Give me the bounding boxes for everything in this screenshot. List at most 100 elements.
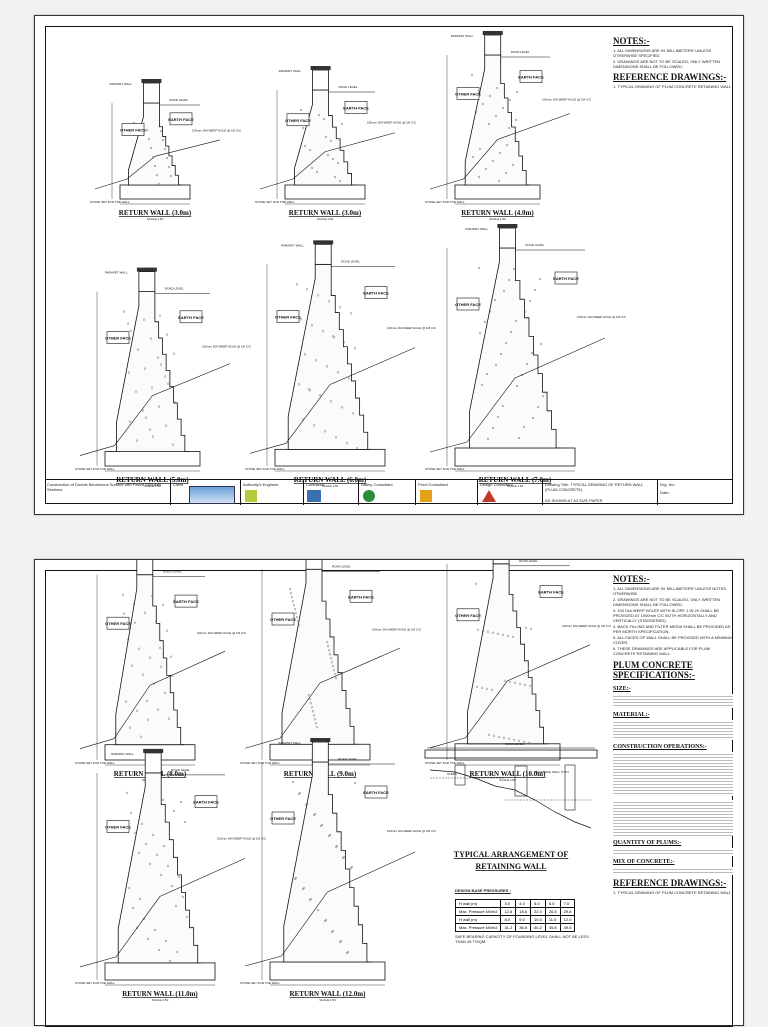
stone-set-label: STONE SET FOR TOE WALL — [75, 761, 115, 765]
plum-stone — [310, 706, 314, 709]
svg-text:EARTH FACE: EARTH FACE — [178, 315, 204, 320]
plum-stone — [495, 86, 499, 90]
title-block-date: Date: — [660, 490, 670, 495]
earth-face-label: EARTH FACE — [363, 785, 389, 799]
plum-stone — [507, 278, 511, 282]
spec-quantity-text — [613, 848, 733, 856]
plum-stone — [296, 620, 300, 623]
plum-stone — [492, 734, 496, 737]
svg-text:OTHER FACE: OTHER FACE — [275, 315, 301, 320]
plum-stone — [139, 735, 143, 738]
table-cell: 29.8 — [559, 907, 576, 916]
wall-scale: SCALE 1:50 — [319, 998, 336, 1002]
parapet-coping — [497, 224, 518, 228]
earth-face-label: EARTH FACE — [343, 101, 369, 114]
plum-stone — [174, 904, 178, 907]
plum-stone — [166, 864, 170, 867]
plum-stone — [477, 175, 481, 179]
svg-text:EARTH FACE: EARTH FACE — [538, 589, 564, 594]
spec-size: SIZE:- — [613, 686, 631, 692]
plum-stone — [505, 143, 509, 147]
table-cell: 40.2 — [530, 923, 546, 932]
plum-stone — [497, 179, 501, 183]
other-face-label: OTHER FACE — [455, 87, 481, 100]
foundation-pcc — [269, 961, 386, 981]
wall-scale: SCALE 1:50 — [147, 217, 164, 221]
plum-stone — [171, 443, 175, 446]
plum-stone — [342, 341, 346, 344]
title-block-contractor: Contractor — [306, 482, 325, 487]
title-block-proof: Proof Consultant — [418, 482, 448, 487]
plum-stone — [138, 897, 142, 900]
arrangement-title-1: TYPICAL ARRANGEMENT OF — [454, 850, 569, 859]
spec-quantity: QUANTITY OF PLUMS:- — [613, 840, 682, 846]
plum-stone — [148, 656, 152, 659]
plum-stone — [322, 117, 326, 121]
plum-stone — [310, 324, 314, 327]
stone-set-label: STONE SET FOR TOE WALL — [240, 761, 280, 765]
plum-stone — [312, 813, 316, 817]
plum-concrete-body — [281, 568, 358, 745]
plum-stone — [159, 363, 163, 366]
plum-stone — [308, 698, 312, 701]
plum-stone — [165, 629, 169, 632]
plum-stone — [340, 406, 344, 409]
plum-stone — [326, 645, 330, 648]
plum-stone — [313, 718, 317, 721]
plum-stone — [137, 851, 141, 854]
earth-face-label: EARTH FACE — [553, 271, 579, 285]
plum-stone — [163, 375, 167, 378]
plum-stone — [179, 800, 183, 803]
plum-stone — [528, 299, 532, 303]
table-cell: 7.0 — [559, 899, 576, 908]
plum-stone — [121, 593, 125, 596]
table-cell: 26.5 — [544, 907, 561, 916]
plum-stone — [135, 709, 139, 712]
client-logo — [189, 486, 235, 504]
plum-stone — [504, 171, 508, 175]
ground-profile — [249, 347, 416, 454]
plum-stone — [154, 620, 158, 623]
earth-face-label: EARTH FACE — [348, 589, 374, 603]
foundation-pcc — [284, 184, 366, 200]
sheet1-drawings: OTHER FACE EARTH FACE PARAPET WALL ROAD LEV… — [75, 31, 627, 488]
plum-stone — [331, 157, 335, 161]
plum-stone — [299, 108, 303, 112]
plum-stone — [538, 277, 542, 281]
wall-title: RETURN WALL (12.0m) — [290, 990, 367, 998]
plum-stone — [502, 736, 506, 739]
plum-stone — [353, 347, 357, 350]
plum-stone — [291, 600, 295, 603]
plum-stone — [175, 950, 179, 953]
svg-text:EARTH FACE: EARTH FACE — [348, 594, 374, 599]
plum-stone — [334, 436, 338, 439]
plum-stone — [141, 673, 145, 676]
plum-stone — [491, 631, 495, 634]
weep-hole-label: 100mm DIA WEEP HOLE @ 1M C/C — [217, 836, 267, 840]
foundation-pcc — [104, 962, 216, 981]
road-level-label: ROAD LEVEL — [525, 243, 544, 247]
road-level-label: ROAD LEVEL — [511, 50, 530, 54]
weep-hole-label: 100mm DIA WEEP HOLE @ 1M C/C — [372, 628, 422, 632]
plum-stone — [133, 831, 137, 834]
plum-stone — [319, 824, 323, 828]
stone-set-label: STONE SET FOR TOE WALL — [255, 200, 295, 204]
weep-hole-label: 100mm DIA WEEP HOLE @ 1M C/C — [577, 315, 627, 319]
parapet-label: PARAPET WALL — [105, 271, 128, 275]
parapet-coping — [313, 240, 334, 245]
plum-stone — [295, 283, 299, 286]
plum-stone — [157, 948, 161, 951]
plum-stone — [518, 682, 522, 685]
plum-stone — [161, 603, 165, 606]
plum-stone — [299, 318, 303, 321]
svg-text:OTHER FACE: OTHER FACE — [105, 621, 131, 626]
plum-stone — [164, 424, 168, 427]
parapet-wall — [498, 227, 516, 249]
plum-stone — [494, 114, 498, 118]
notes-title: NOTES:- — [613, 574, 650, 584]
road-level-label: ROAD LEVEL — [171, 768, 190, 772]
